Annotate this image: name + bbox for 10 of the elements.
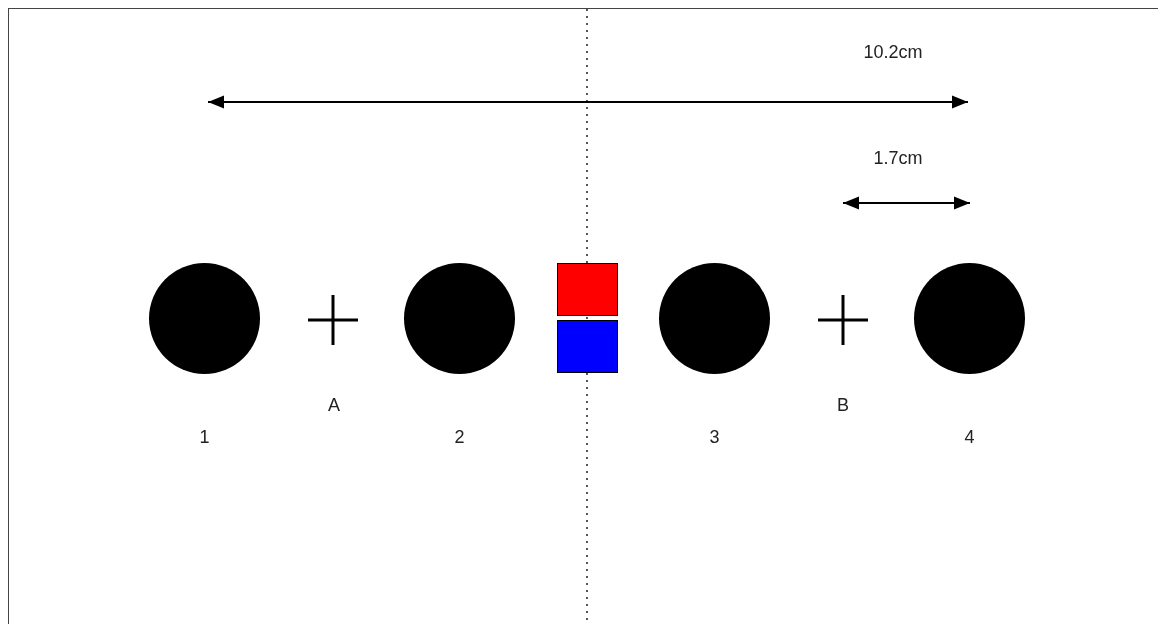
number-label: 3 xyxy=(709,428,720,446)
number-label: 2 xyxy=(454,428,465,446)
colored-square xyxy=(557,320,618,373)
dimension-label: 1.7cm xyxy=(873,149,923,167)
number-label: 4 xyxy=(964,428,975,446)
letter-label: A xyxy=(328,396,340,414)
colored-square xyxy=(557,263,618,316)
dimension-label: 10.2cm xyxy=(863,43,923,61)
number-label: 1 xyxy=(199,428,210,446)
letter-label: B xyxy=(837,396,849,414)
